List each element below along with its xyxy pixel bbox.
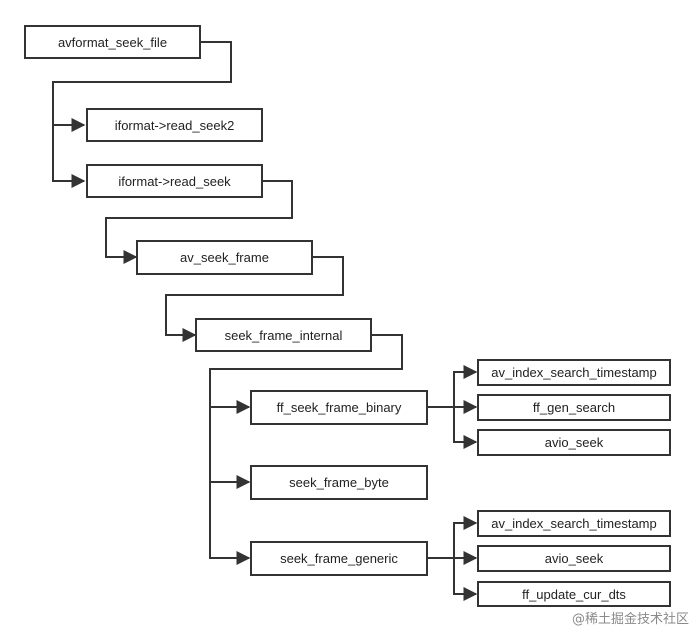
node-label: iformat->read_seek2 [114, 117, 235, 133]
node-label: ff_gen_search [532, 400, 616, 415]
watermark: @稀土掘金技术社区 [571, 612, 689, 627]
edge-generic-to-update-cur-dts [453, 558, 478, 601]
edge-binary-to-avio-seek [453, 407, 478, 449]
node-ff-seek-frame-binary: ff_seek_frame_binary [250, 390, 428, 425]
node-binary-ff-gen-search: ff_gen_search [477, 394, 671, 421]
edge-avformat-to-read-seek [52, 125, 86, 188]
edge-read-seek-to-av-seek-frame [105, 180, 293, 264]
node-label: av_index_search_timestamp [491, 365, 657, 380]
edge-binary-to-index-search [453, 365, 478, 407]
node-seek-frame-generic: seek_frame_generic [250, 541, 428, 576]
edge-generic-to-index-search [453, 516, 478, 558]
node-generic-av-index-search-timestamp: av_index_search_timestamp [477, 510, 671, 537]
node-label: iformat->read_seek [118, 173, 231, 189]
edge-internal-to-byte [209, 407, 251, 489]
node-avformat-seek-file: avformat_seek_file [24, 25, 201, 59]
node-label: avio_seek [544, 435, 604, 450]
node-generic-ff-update-cur-dts: ff_update_cur_dts [477, 581, 671, 607]
edge-avformat-to-read-seek2 [52, 41, 232, 132]
node-av-seek-frame: av_seek_frame [136, 240, 313, 275]
node-label: av_seek_frame [180, 250, 269, 265]
node-binary-av-index-search-timestamp: av_index_search_timestamp [477, 359, 671, 386]
node-label: ff_update_cur_dts [522, 586, 626, 602]
node-label: av_index_search_timestamp [491, 516, 657, 531]
node-label: avformat_seek_file [57, 34, 168, 50]
node-binary-avio-seek: avio_seek [477, 429, 671, 456]
edge-internal-to-binary [209, 334, 403, 414]
node-seek-frame-byte: seek_frame_byte [250, 465, 428, 500]
node-label: seek_frame_generic [280, 551, 398, 566]
node-seek-frame-internal: seek_frame_internal [195, 318, 372, 352]
node-label: ff_seek_frame_binary [276, 400, 402, 415]
node-label: avio_seek [544, 551, 604, 566]
edge-internal-to-generic [209, 482, 251, 565]
node-read-seek: iformat->read_seek [86, 164, 263, 198]
edge-av-seek-frame-to-internal [165, 256, 344, 342]
node-generic-avio-seek: avio_seek [477, 545, 671, 572]
node-label: seek_frame_byte [289, 475, 389, 490]
node-read-seek2: iformat->read_seek2 [86, 108, 263, 142]
node-label: seek_frame_internal [224, 327, 343, 343]
